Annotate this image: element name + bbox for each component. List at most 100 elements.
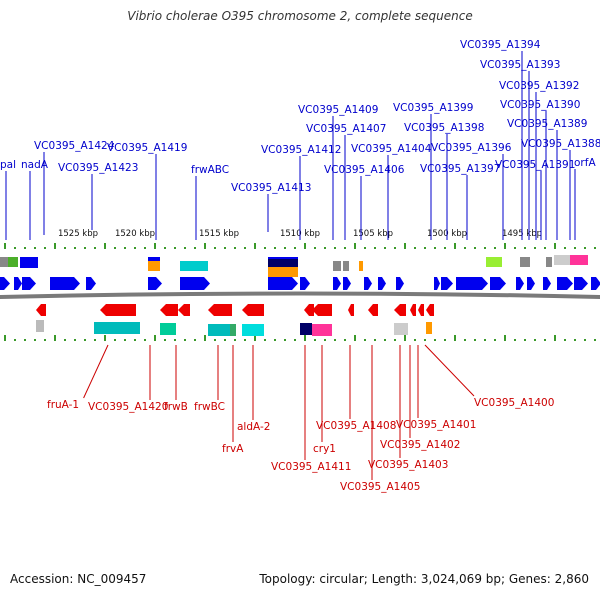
- lower-scale-tick: [324, 339, 326, 341]
- forward-gene-arrow: [396, 277, 404, 290]
- forward-gene-arrow: [343, 277, 351, 290]
- top-gene-label: VC0395_A1389: [507, 118, 587, 130]
- lower-scale-tick: [104, 335, 106, 341]
- gene-category-block: [394, 323, 408, 335]
- lower-scale-tick: [134, 339, 136, 341]
- upper-scale-tick: [84, 247, 86, 249]
- bottom-gene-label: VC0395_A1403: [368, 459, 448, 471]
- reverse-gene-arrow: [394, 304, 406, 316]
- gene-category-block: [230, 324, 236, 336]
- top-gene-label: VC0395_A1390: [500, 99, 580, 111]
- lower-scale-tick: [194, 339, 196, 341]
- map-title: Vibrio cholerae O395 chromosome 2, compl…: [127, 9, 473, 23]
- gene-category-block: [426, 322, 432, 334]
- lower-scale-tick: [544, 339, 546, 341]
- lower-scale-tick: [334, 339, 336, 341]
- gene-category-block: [148, 261, 160, 271]
- top-gene-label: VC0395_A1394: [460, 39, 541, 51]
- reverse-gene-arrow: [242, 304, 264, 316]
- bottom-gene-label: cry1: [313, 443, 336, 455]
- lower-scale-tick: [264, 339, 266, 341]
- gene-category-block: [0, 257, 10, 267]
- genome-summary-text: Topology: circular; Length: 3,024,069 bp…: [259, 572, 589, 586]
- upper-scale-tick: [474, 247, 476, 249]
- reverse-gene-arrow: [178, 304, 190, 316]
- gene-category-block: [180, 261, 208, 271]
- scale-label: 1520 kbp: [115, 229, 155, 239]
- upper-scale-tick: [274, 247, 276, 249]
- upper-scale-tick: [424, 247, 426, 249]
- upper-scale-tick: [524, 247, 526, 249]
- upper-scale-tick: [394, 247, 396, 249]
- forward-gene-arrow: [378, 277, 386, 290]
- reverse-gene-arrow: [348, 304, 354, 316]
- upper-scale-tick: [184, 247, 186, 249]
- lower-scale-tick: [144, 339, 146, 341]
- chromosome-backbone: [0, 291, 600, 299]
- lower-scale-tick: [4, 335, 6, 341]
- gene-category-block: [36, 320, 44, 332]
- upper-scale-tick: [384, 247, 386, 249]
- lower-scale-tick: [594, 339, 596, 341]
- lower-scale-tick: [344, 339, 346, 341]
- top-gene-label: VC0395_A1404: [351, 143, 432, 155]
- reverse-gene-arrow: [426, 304, 434, 316]
- upper-scale-tick: [564, 247, 566, 249]
- reverse-gene-arrow: [410, 304, 416, 316]
- lower-scale-tick: [54, 335, 56, 341]
- reverse-gene-arrow: [368, 304, 378, 316]
- upper-scale-tick: [124, 247, 126, 249]
- upper-scale-tick: [244, 247, 246, 249]
- top-gene-label: VC0395_A1419: [107, 142, 187, 154]
- top-gene-label: nadA: [21, 159, 49, 171]
- forward-gene-arrow: [434, 277, 440, 290]
- gene-category-block: [114, 322, 140, 334]
- lower-scale-tick: [354, 335, 356, 341]
- upper-scale-tick: [194, 247, 196, 249]
- lower-scale-tick: [204, 335, 206, 341]
- upper-scale-tick: [484, 247, 486, 249]
- forward-gene-arrow: [441, 277, 453, 290]
- lower-scale-tick: [384, 339, 386, 341]
- forward-gene-arrow: [180, 277, 210, 290]
- upper-scale-tick: [164, 247, 166, 249]
- upper-scale-tick: [214, 247, 216, 249]
- lower-scale-tick: [304, 335, 306, 341]
- forward-gene-arrow: [86, 277, 96, 290]
- bottom-gene-label: VC0395_A1401: [396, 419, 476, 431]
- upper-scale-tick: [434, 247, 436, 249]
- upper-scale-tick: [534, 247, 536, 249]
- forward-gene-arrow: [591, 277, 600, 290]
- upper-scale-tick: [404, 243, 406, 249]
- top-gene-label: VC0395_A1406: [324, 164, 405, 176]
- lower-scale-tick: [404, 335, 406, 341]
- top-gene-label: VC0395_A1393: [480, 59, 560, 71]
- lower-scale-tick: [564, 339, 566, 341]
- upper-scale-tick: [294, 247, 296, 249]
- forward-gene-arrow: [543, 277, 551, 290]
- lower-scale-tick: [124, 339, 126, 341]
- lower-scale-tick: [44, 339, 46, 341]
- bottom-gene-label: VC0395_A1420: [88, 401, 168, 413]
- upper-scale-tick: [464, 247, 466, 249]
- forward-gene-arrow: [22, 277, 36, 290]
- forward-gene-arrow: [148, 277, 162, 290]
- upper-scale-tick: [354, 243, 356, 249]
- forward-gene-arrow: [333, 277, 341, 290]
- lower-scale-tick: [464, 339, 466, 341]
- bottom-gene-label: VC0395_A1405: [340, 481, 420, 493]
- top-gene-label: VC0395_A1409: [298, 104, 378, 116]
- bottom-gene-label: VC0395_A1400: [474, 397, 554, 409]
- gene-category-block: [333, 261, 341, 271]
- lower-scale-tick: [504, 335, 506, 341]
- reverse-gene-arrow: [418, 304, 424, 316]
- gene-category-block: [268, 259, 298, 269]
- lower-scale-tick: [424, 339, 426, 341]
- upper-scale-tick: [264, 247, 266, 249]
- gene-category-block: [546, 257, 552, 267]
- upper-scale-tick: [104, 243, 106, 249]
- upper-scale-tick: [414, 247, 416, 249]
- upper-scale-tick: [314, 247, 316, 249]
- gene-category-block: [554, 255, 572, 265]
- lower-scale-tick: [164, 339, 166, 341]
